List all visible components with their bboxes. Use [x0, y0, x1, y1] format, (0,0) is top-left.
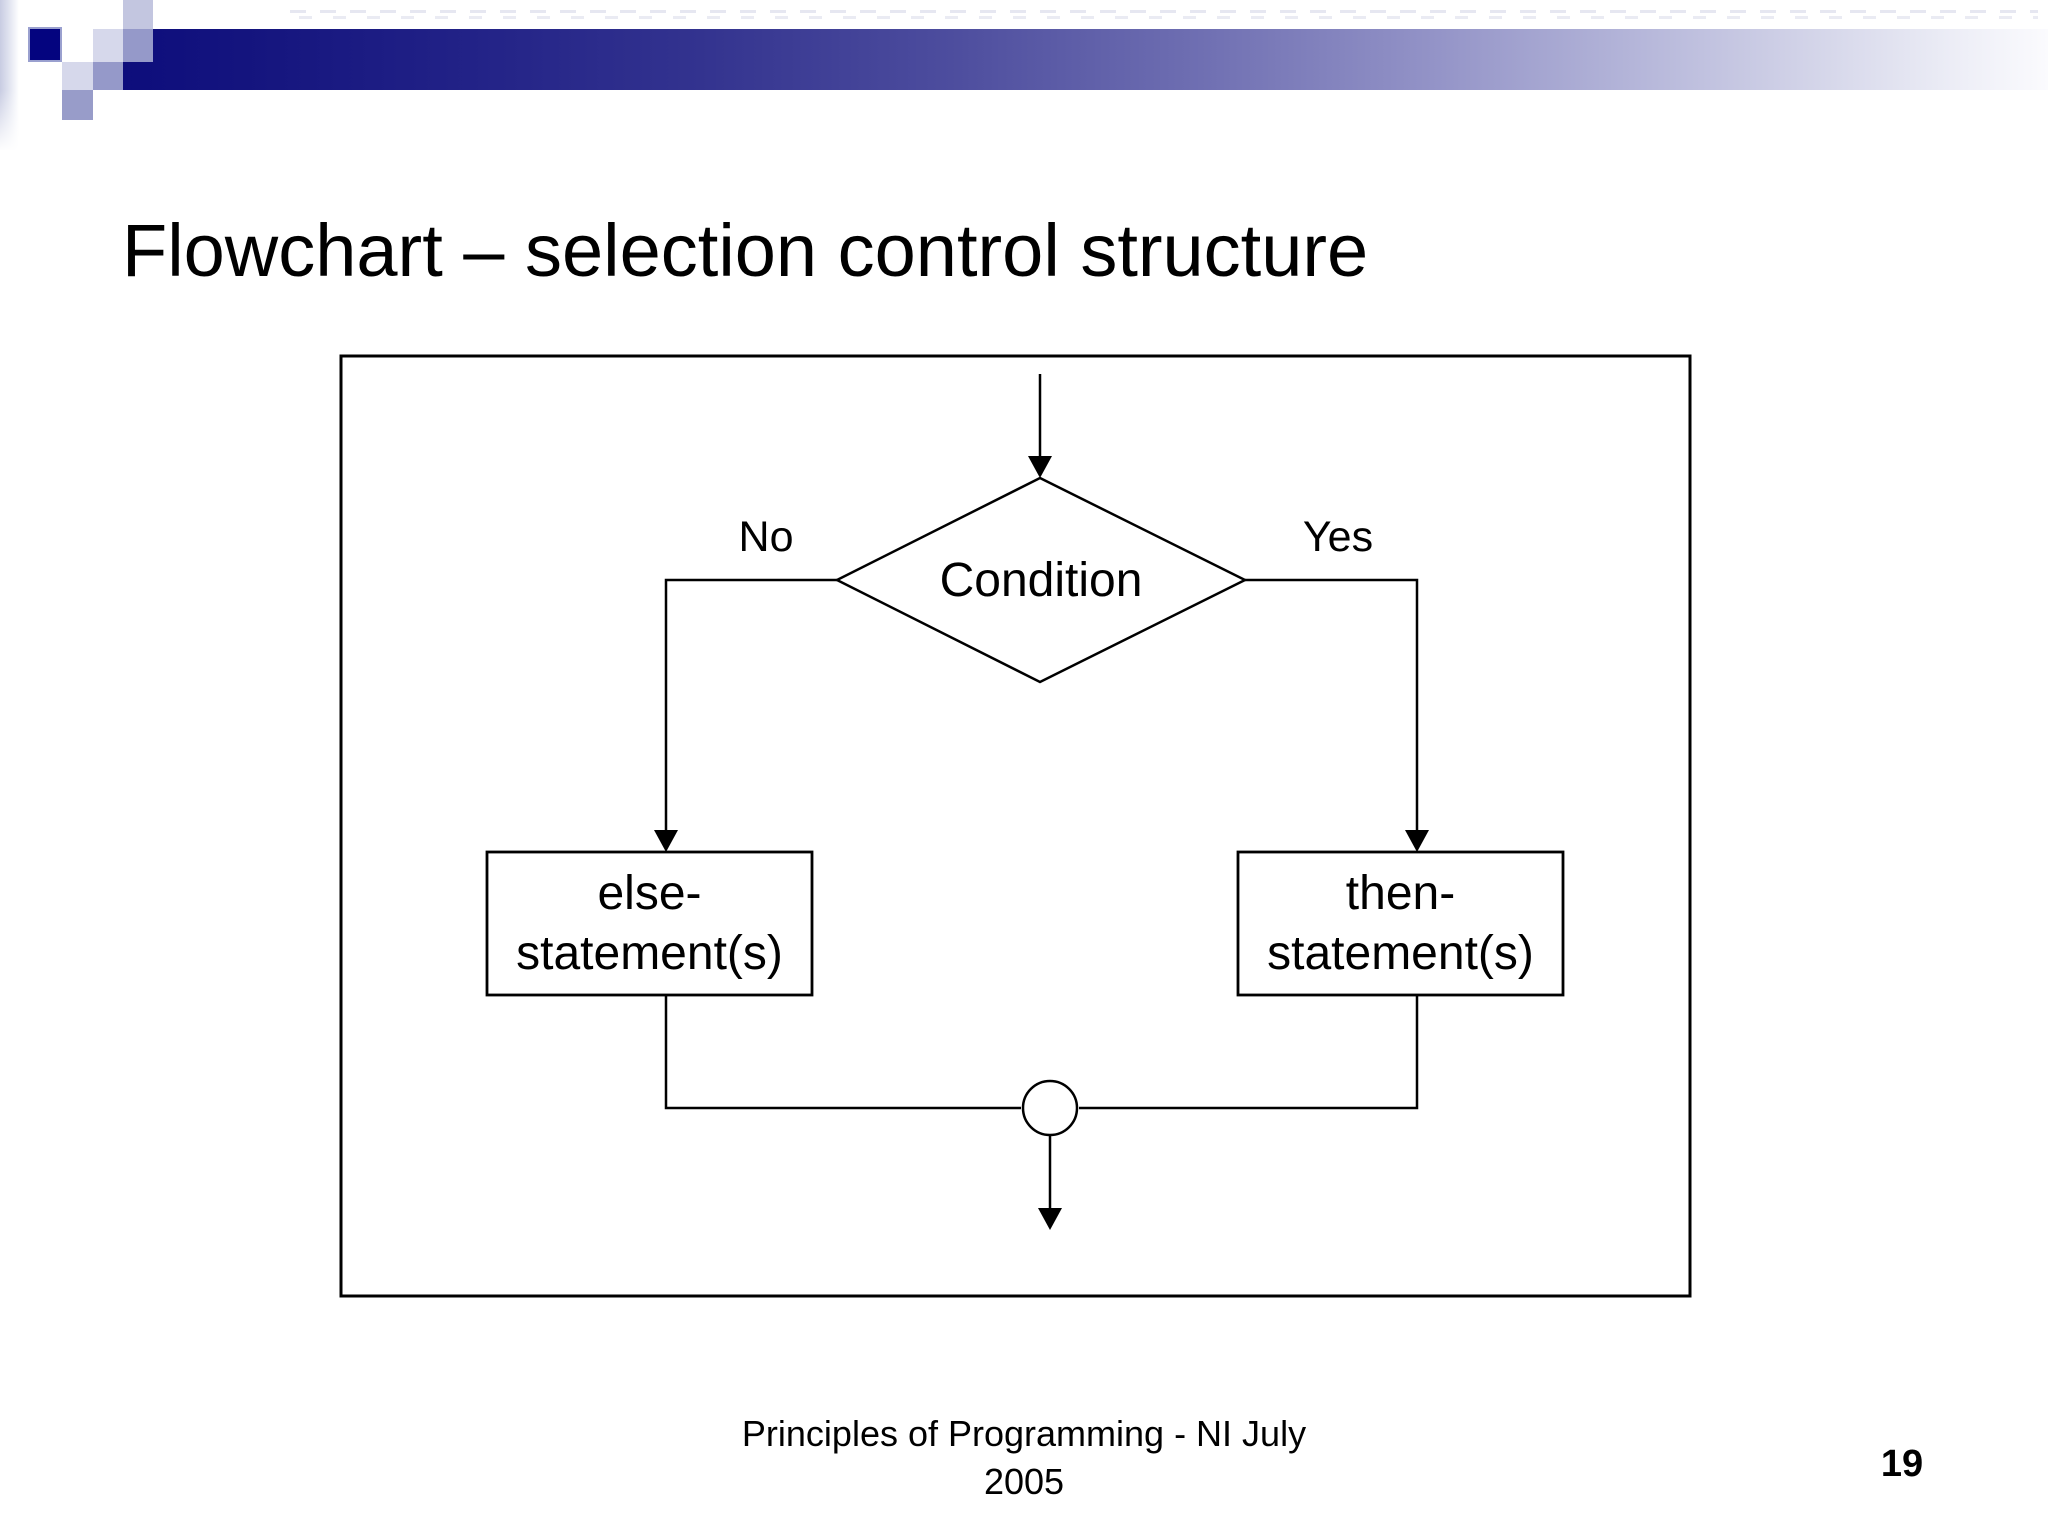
yes-branch-arrowhead-icon	[1405, 830, 1429, 852]
entry-arrowhead-icon	[1028, 456, 1052, 478]
then-statement-box	[1236, 850, 1565, 997]
deco-square-medium-a	[123, 29, 153, 62]
deco-square-light-a	[93, 29, 123, 62]
exit-arrowhead-icon	[1038, 1208, 1062, 1230]
yes-branch-connector	[1245, 578, 1419, 832]
header-left-strip-fade	[0, 90, 19, 152]
decision-diamond	[834, 476, 1248, 684]
merge-circle	[1021, 1079, 1079, 1137]
else-label-line2: statement(s)	[516, 926, 783, 980]
no-label: No	[738, 512, 794, 561]
header-script-watermark	[290, 8, 2038, 22]
deco-square-light-b	[62, 62, 93, 90]
no-branch-arrowhead-icon	[654, 830, 678, 852]
yes-label: Yes	[1302, 512, 1374, 561]
page-number: 19	[1880, 1443, 1924, 1485]
deco-square-medium-c	[62, 90, 93, 120]
slide-title: Flowchart – selection control structure	[122, 209, 1369, 292]
footer-line2: 2005	[983, 1461, 1065, 1502]
condition-label: Condition	[939, 553, 1143, 607]
flowchart-frame	[339, 354, 1692, 1298]
deco-square-top	[123, 0, 153, 29]
else-statement-label: else- statement(s)	[487, 852, 812, 995]
else-label-line1: else-	[597, 866, 702, 920]
then-merge-connector	[1079, 995, 1419, 1110]
deco-square-navy	[28, 27, 62, 62]
footer-line1: Principles of Programming - NI July	[741, 1413, 1307, 1454]
else-merge-connector	[664, 995, 1021, 1110]
header-gradient-bar	[123, 29, 2048, 90]
slide-footer: Principles of Programming - NI July 2005	[624, 1410, 1424, 1506]
then-statement-label: then- statement(s)	[1238, 852, 1563, 995]
no-branch-connector	[664, 578, 837, 832]
deco-square-medium-b	[93, 62, 123, 90]
then-label-line2: statement(s)	[1267, 926, 1534, 980]
then-label-line1: then-	[1345, 866, 1456, 920]
else-statement-box	[485, 850, 814, 997]
